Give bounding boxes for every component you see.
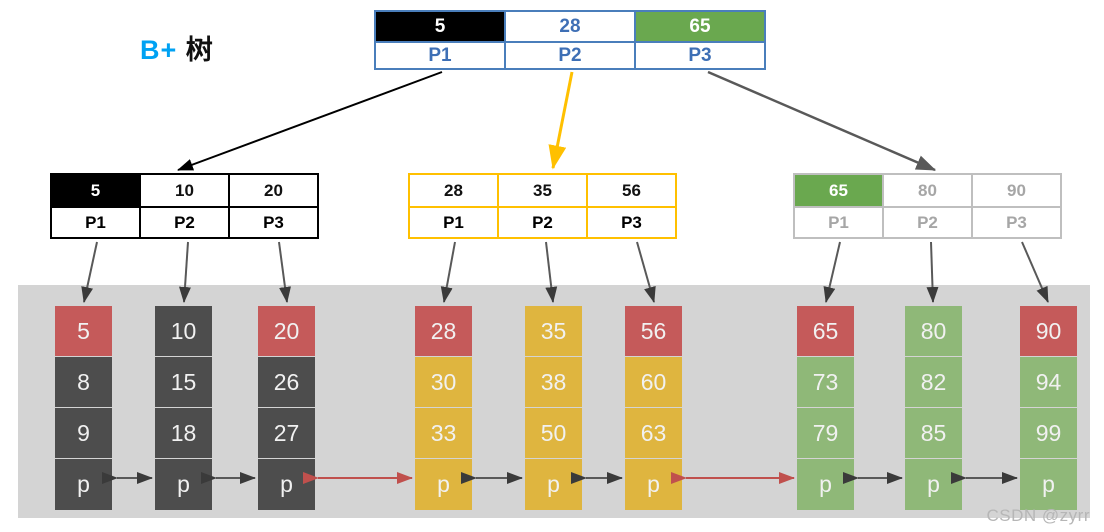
internal-middle-pointer-p3[interactable]: P3 — [586, 206, 677, 239]
leaf-key-cell[interactable]: 94 — [1020, 357, 1077, 408]
leaf-key-cell[interactable]: 73 — [797, 357, 854, 408]
leaf-key-cell[interactable]: 79 — [797, 408, 854, 459]
internal-left-key-row: 5 10 20 — [50, 173, 319, 208]
internal-right-pointer-row: P1 P2 P3 — [793, 206, 1062, 239]
root-key-cell-1[interactable]: 5 — [374, 10, 506, 43]
root-pointer-p1[interactable]: P1 — [374, 41, 506, 70]
title-suffix: 树 — [185, 35, 214, 65]
leaf-next-pointer[interactable]: p — [525, 459, 582, 510]
root-key-cell-3[interactable]: 65 — [634, 10, 766, 43]
internal-right-key-cell-1[interactable]: 65 — [793, 173, 884, 208]
leaf-next-pointer[interactable]: p — [905, 459, 962, 510]
leaf-key-cell[interactable]: 8 — [55, 357, 112, 408]
internal-left-pointer-p1[interactable]: P1 — [50, 206, 141, 239]
internal-middle-key-cell-1[interactable]: 28 — [408, 173, 499, 208]
internal-node-middle[interactable]: 28 35 56 P1 P2 P3 — [408, 173, 677, 239]
internal-left-pointer-row: P1 P2 P3 — [50, 206, 319, 239]
root-pointer-row: P1 P2 P3 — [374, 41, 766, 70]
leaf-key-cell[interactable]: 82 — [905, 357, 962, 408]
leaf-key-cell[interactable]: 27 — [258, 408, 315, 459]
root-key-row: 5 28 65 — [374, 10, 766, 43]
root-pointer-p3[interactable]: P3 — [634, 41, 766, 70]
internal-left-key-cell-1[interactable]: 5 — [50, 173, 141, 208]
leaf-next-pointer[interactable]: p — [1020, 459, 1077, 510]
diagram-title: B+ 树 — [140, 28, 214, 67]
watermark: CSDN @zyrr — [986, 506, 1090, 525]
leaf-key-cell[interactable]: 38 — [525, 357, 582, 408]
internal-middle-pointer-p1[interactable]: P1 — [408, 206, 499, 239]
leaf-key-cell[interactable]: 33 — [415, 408, 472, 459]
internal-node-right[interactable]: 65 80 90 P1 P2 P3 — [793, 173, 1062, 239]
leaf-key-cell[interactable]: 80 — [905, 306, 962, 357]
leaf-key-cell[interactable]: 28 — [415, 306, 472, 357]
leaf-next-pointer[interactable]: p — [155, 459, 212, 510]
leaf-key-cell[interactable]: 56 — [625, 306, 682, 357]
internal-middle-pointer-p2[interactable]: P2 — [497, 206, 588, 239]
internal-right-pointer-p2[interactable]: P2 — [882, 206, 973, 239]
leaf-key-cell[interactable]: 99 — [1020, 408, 1077, 459]
internal-middle-pointer-row: P1 P2 P3 — [408, 206, 677, 239]
leaf-key-cell[interactable]: 9 — [55, 408, 112, 459]
internal-right-pointer-p3[interactable]: P3 — [971, 206, 1062, 239]
leaf-key-cell[interactable]: 18 — [155, 408, 212, 459]
edge-root-p2 — [548, 71, 574, 170]
leaf-key-cell[interactable]: 5 — [55, 306, 112, 357]
leaf-key-cell[interactable]: 50 — [525, 408, 582, 459]
internal-right-key-cell-2[interactable]: 80 — [882, 173, 973, 208]
internal-middle-key-row: 28 35 56 — [408, 173, 677, 208]
leaf-key-cell[interactable]: 60 — [625, 357, 682, 408]
internal-right-key-cell-3[interactable]: 90 — [971, 173, 1062, 208]
internal-left-pointer-p3[interactable]: P3 — [228, 206, 319, 239]
edge-root-p1 — [177, 71, 443, 171]
internal-right-pointer-p1[interactable]: P1 — [793, 206, 884, 239]
internal-left-key-cell-3[interactable]: 20 — [228, 173, 319, 208]
leaf-key-cell[interactable]: 15 — [155, 357, 212, 408]
leaf-next-pointer[interactable]: p — [797, 459, 854, 510]
internal-node-left[interactable]: 5 10 20 P1 P2 P3 — [50, 173, 319, 239]
leaf-key-cell[interactable]: 85 — [905, 408, 962, 459]
internal-left-pointer-p2[interactable]: P2 — [139, 206, 230, 239]
internal-middle-key-cell-2[interactable]: 35 — [497, 173, 588, 208]
leaf-next-pointer[interactable]: p — [625, 459, 682, 510]
internal-middle-key-cell-3[interactable]: 56 — [586, 173, 677, 208]
internal-right-key-row: 65 80 90 — [793, 173, 1062, 208]
leaf-key-cell[interactable]: 35 — [525, 306, 582, 357]
leaf-key-cell[interactable]: 63 — [625, 408, 682, 459]
internal-left-key-cell-2[interactable]: 10 — [139, 173, 230, 208]
leaf-next-pointer[interactable]: p — [55, 459, 112, 510]
leaf-next-pointer[interactable]: p — [415, 459, 472, 510]
leaf-key-cell[interactable]: 20 — [258, 306, 315, 357]
leaf-key-cell[interactable]: 26 — [258, 357, 315, 408]
title-prefix: B+ — [140, 35, 178, 65]
leaf-key-cell[interactable]: 90 — [1020, 306, 1077, 357]
leaf-next-pointer[interactable]: p — [258, 459, 315, 510]
leaf-key-cell[interactable]: 10 — [155, 306, 212, 357]
root-key-cell-2[interactable]: 28 — [504, 10, 636, 43]
leaf-key-cell[interactable]: 30 — [415, 357, 472, 408]
leaf-key-cell[interactable]: 65 — [797, 306, 854, 357]
edge-root-p3 — [707, 70, 937, 172]
root-pointer-p2[interactable]: P2 — [504, 41, 636, 70]
root-node[interactable]: 5 28 65 P1 P2 P3 — [374, 10, 766, 70]
